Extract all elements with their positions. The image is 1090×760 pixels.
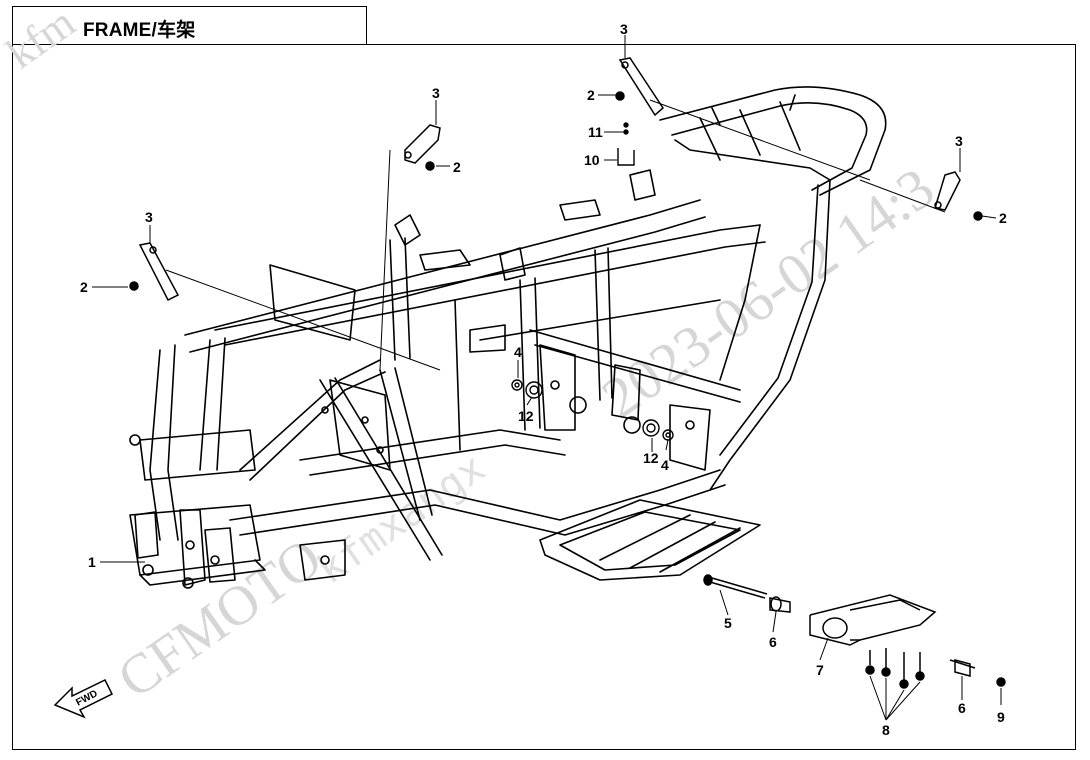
watermark-group: kfm CFMOTO kfmxangx 2023-06-02 14:3 [0, 0, 945, 711]
diagram-border [12, 44, 1076, 750]
callout-12-left: 12 [518, 408, 534, 424]
callout-2-left: 2 [80, 279, 88, 295]
callout-2-right: 2 [999, 210, 1007, 226]
watermark-user: kfmxangx [309, 445, 493, 593]
callout-9: 9 [997, 709, 1005, 725]
title-box: FRAME/车架 [12, 6, 367, 44]
callout-3-left: 3 [145, 209, 153, 225]
diagram-title: FRAME/车架 [83, 20, 196, 41]
callout-7: 7 [816, 662, 824, 678]
callout-1: 1 [88, 554, 96, 570]
callout-6-right: 6 [958, 700, 966, 716]
callout-4-left: 4 [514, 344, 522, 360]
callout-labels: 1 2 2 2 2 3 3 3 3 4 4 5 6 6 7 8 9 10 11 … [80, 21, 1007, 738]
fwd-arrow-icon [53, 679, 114, 719]
callout-2-mid: 2 [453, 159, 461, 175]
callout-4-right: 4 [661, 457, 669, 473]
cable-clip [617, 122, 635, 166]
callout-12-right: 12 [643, 450, 659, 466]
hanger-brackets [129, 57, 983, 302]
leader-lines [92, 35, 1002, 721]
callout-3-right: 3 [955, 133, 963, 149]
callout-3-mid: 3 [432, 85, 440, 101]
watermark-corner: kfm [0, 0, 84, 78]
frame-assembly [129, 86, 887, 589]
callout-3-top: 3 [620, 21, 628, 37]
callout-11: 11 [588, 124, 603, 140]
callout-10: 10 [584, 152, 600, 168]
exploded-lower-parts [703, 574, 1006, 689]
callout-6-left: 6 [769, 634, 777, 650]
watermark-brand: CFMOTO [107, 527, 333, 711]
callout-5: 5 [724, 615, 732, 631]
washers-bushings [511, 379, 674, 441]
fwd-arrow: FWD [53, 679, 114, 719]
watermark-date: 2023-06-02 14:3 [590, 155, 945, 431]
callout-2-top: 2 [587, 87, 595, 103]
callout-8: 8 [882, 722, 890, 738]
